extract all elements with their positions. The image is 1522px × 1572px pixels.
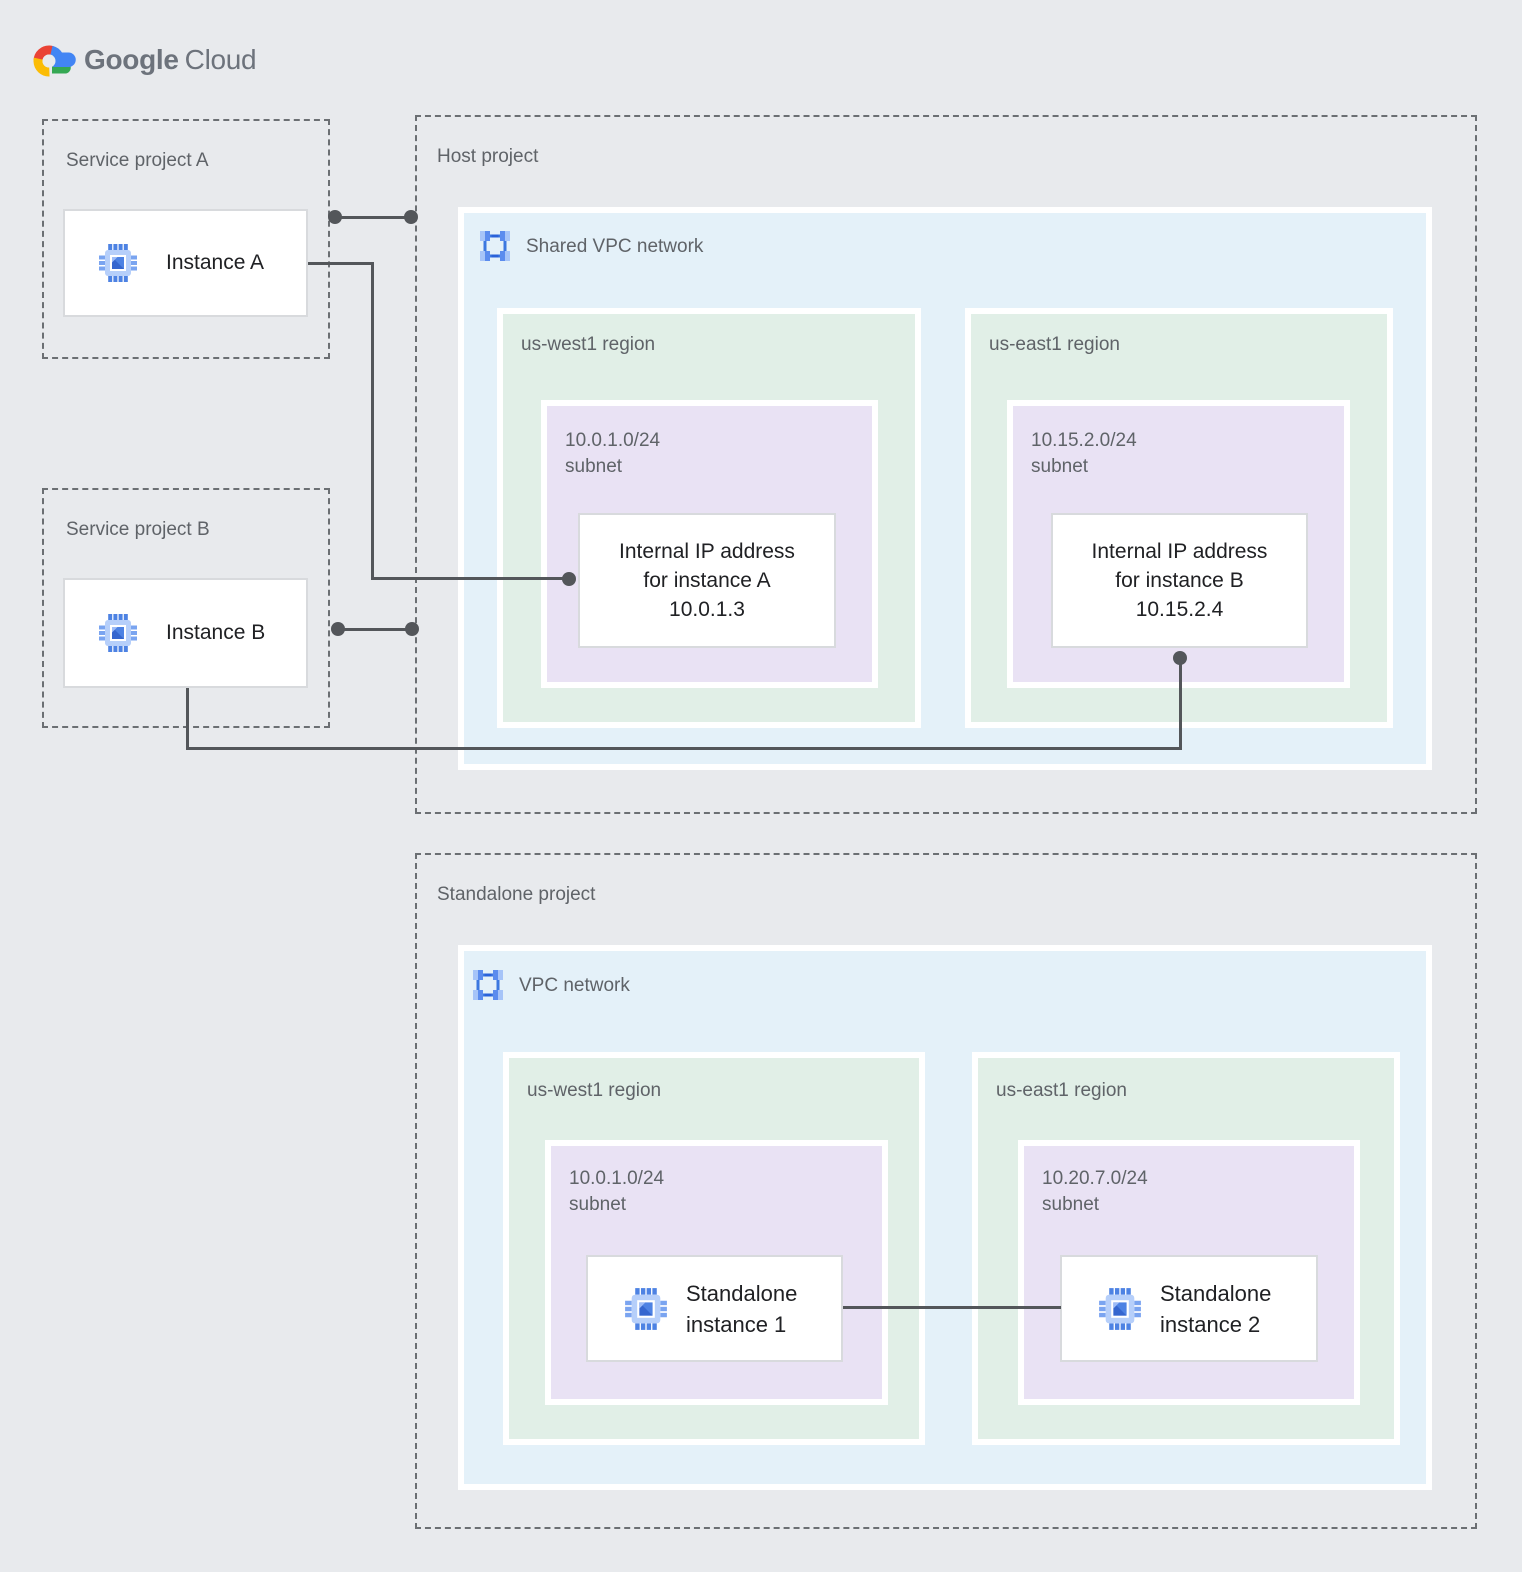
host-subnet-b-label: 10.15.2.0/24 subnet bbox=[1031, 428, 1137, 480]
internal-ip-b-card: Internal IP address for instance B 10.15… bbox=[1051, 513, 1308, 648]
subnet-cidr: 10.20.7.0/24 bbox=[1042, 1168, 1148, 1189]
standalone-us-east1-region-label: us-east1 region bbox=[996, 1080, 1127, 1101]
service-project-a-title: Service project A bbox=[66, 150, 209, 171]
connector-dot bbox=[328, 210, 342, 224]
connector-dot bbox=[404, 210, 418, 224]
host-us-west1-region-label: us-west1 region bbox=[521, 334, 656, 355]
google-cloud-logo-icon bbox=[33, 45, 76, 77]
instance-a-card: Instance A bbox=[63, 209, 308, 317]
connector-dot bbox=[1173, 651, 1187, 665]
shared-vpc-network-label: Shared VPC network bbox=[526, 236, 704, 257]
vpc-network-icon bbox=[480, 231, 510, 261]
logo-cloud: Cloud bbox=[184, 44, 257, 75]
service-project-b-title: Service project B bbox=[66, 519, 210, 540]
standalone-us-west1-region-label: us-west1 region bbox=[527, 1080, 662, 1101]
subnet-cidr: 10.0.1.0/24 bbox=[565, 430, 661, 451]
connector-instance-a-seg3 bbox=[371, 577, 570, 580]
host-subnet-a-label: 10.0.1.0/24 subnet bbox=[565, 428, 660, 480]
connector-instance-b-seg1 bbox=[186, 688, 189, 750]
standalone-project-box bbox=[415, 853, 1477, 1529]
connector-dot bbox=[562, 572, 576, 586]
connector-spa-host bbox=[335, 216, 411, 219]
host-project-title: Host project bbox=[437, 146, 539, 167]
standalone-subnet-1-label: 10.0.1.0/24 subnet bbox=[569, 1166, 664, 1218]
compute-engine-icon bbox=[1099, 1287, 1141, 1330]
internal-ip-b-text: Internal IP address for instance B 10.15… bbox=[1091, 540, 1268, 621]
standalone-instance-1-label: Standalone instance 1 bbox=[686, 1280, 798, 1337]
compute-engine-icon bbox=[99, 244, 137, 282]
subnet-word: subnet bbox=[569, 1194, 627, 1215]
subnet-word: subnet bbox=[1042, 1194, 1100, 1215]
standalone-instance-2-card: Standalone instance 2 bbox=[1060, 1255, 1318, 1362]
instance-a-label: Instance A bbox=[166, 251, 265, 274]
standalone-instance-1-card: Standalone instance 1 bbox=[586, 1255, 843, 1362]
internal-ip-a-text: Internal IP address for instance A 10.0.… bbox=[619, 540, 795, 621]
logo-google: Google bbox=[84, 44, 179, 75]
standalone-project-title: Standalone project bbox=[437, 884, 596, 905]
service-project-a-box bbox=[42, 119, 330, 359]
connector-standalone-instances bbox=[843, 1306, 1061, 1309]
host-project-box bbox=[415, 115, 1477, 814]
instance-b-label: Instance B bbox=[166, 621, 266, 644]
host-us-east1-region-label: us-east1 region bbox=[989, 334, 1120, 355]
standalone-subnet-2-label: 10.20.7.0/24 subnet bbox=[1042, 1166, 1148, 1218]
connector-instance-b-seg3 bbox=[1179, 658, 1182, 750]
instance-b-card: Instance B bbox=[63, 578, 308, 688]
compute-engine-icon bbox=[625, 1287, 667, 1330]
connector-dot bbox=[331, 622, 345, 636]
vpc-network-label: VPC network bbox=[519, 975, 630, 996]
subnet-cidr: 10.15.2.0/24 bbox=[1031, 430, 1137, 451]
connector-spb-host bbox=[338, 628, 412, 631]
connector-dot bbox=[405, 622, 419, 636]
standalone-instance-2-label: Standalone instance 2 bbox=[1160, 1280, 1272, 1337]
subnet-word: subnet bbox=[565, 456, 623, 477]
connector-instance-a-seg2 bbox=[371, 262, 374, 580]
subnet-word: subnet bbox=[1031, 456, 1089, 477]
vpc-network-icon bbox=[473, 970, 503, 1000]
internal-ip-a-card: Internal IP address for instance A 10.0.… bbox=[578, 513, 836, 648]
connector-instance-a-seg1 bbox=[308, 262, 374, 265]
compute-engine-icon bbox=[99, 614, 137, 652]
connector-instance-b-seg2 bbox=[186, 747, 1182, 750]
subnet-cidr: 10.0.1.0/24 bbox=[569, 1168, 665, 1189]
